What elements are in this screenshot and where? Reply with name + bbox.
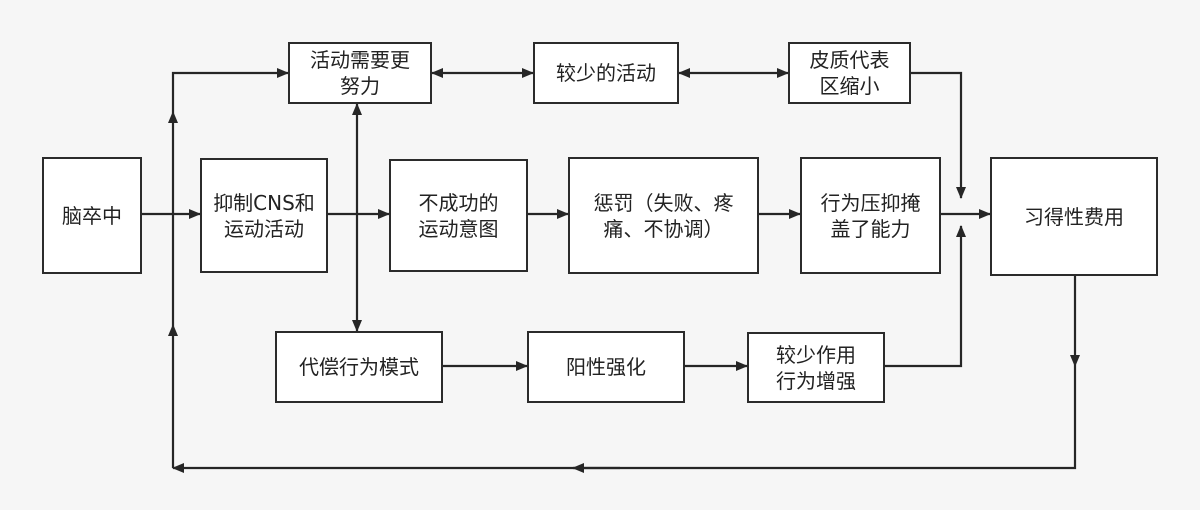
node-learned-nonuse-text: 习得性费用: [1024, 204, 1124, 229]
node-failed-intent: 不成功的 运动意图: [389, 159, 528, 272]
node-inhibit-cns-line2: 运动活动: [224, 216, 304, 241]
node-cortex-shrink-line1: 皮质代表: [809, 48, 890, 72]
node-stroke-text: 脑卒中: [62, 203, 122, 228]
node-less-effect-line2: 行为增强: [776, 368, 856, 393]
node-more-effort-line1: 活动需要更: [310, 48, 410, 72]
edge-feedback-bottom: [172, 366, 1077, 473]
edge-less-effect-to-learned: [885, 225, 966, 368]
node-stroke: 脑卒中: [42, 157, 142, 274]
node-less-activity-text: 较少的活动: [556, 61, 656, 85]
node-punishment-line2: 痛、不协调）: [603, 216, 724, 241]
node-cortex-shrink-line2: 区缩小: [819, 74, 880, 98]
node-suppression: 行为压抑掩 盖了能力: [800, 157, 941, 274]
node-punishment-line1: 惩罚（失败、疼: [593, 190, 734, 215]
node-learned-nonuse: 习得性费用: [990, 157, 1158, 276]
node-inhibit-cns-line1: 抑制CNS和: [213, 190, 315, 215]
edge-trunk-to-effort: [171, 68, 289, 112]
node-less-activity: 较少的活动: [533, 42, 679, 104]
node-more-effort: 活动需要更 努力: [288, 42, 432, 104]
node-less-effect-line1: 较少作用: [776, 342, 856, 367]
node-compensation-text: 代偿行为模式: [299, 355, 419, 379]
node-more-effort-line2: 努力: [340, 74, 380, 98]
node-compensation: 代偿行为模式: [275, 331, 443, 403]
node-suppression-line1: 行为压抑掩: [820, 190, 921, 215]
node-inhibit-cns: 抑制CNS和 运动活动: [200, 158, 328, 273]
node-suppression-line2: 盖了能力: [830, 216, 911, 241]
node-failed-intent-line1: 不成功的: [418, 190, 499, 215]
node-failed-intent-line2: 运动意图: [418, 216, 499, 241]
node-positive-reinforcement-text: 阳性强化: [566, 355, 646, 379]
node-positive-reinforcement: 阳性强化: [527, 331, 685, 403]
node-cortex-shrink: 皮质代表 区缩小: [788, 42, 911, 104]
edge-cortex-to-learned: [911, 71, 966, 199]
node-less-effect: 较少作用 行为增强: [747, 332, 885, 403]
node-punishment: 惩罚（失败、疼 痛、不协调）: [568, 157, 759, 274]
